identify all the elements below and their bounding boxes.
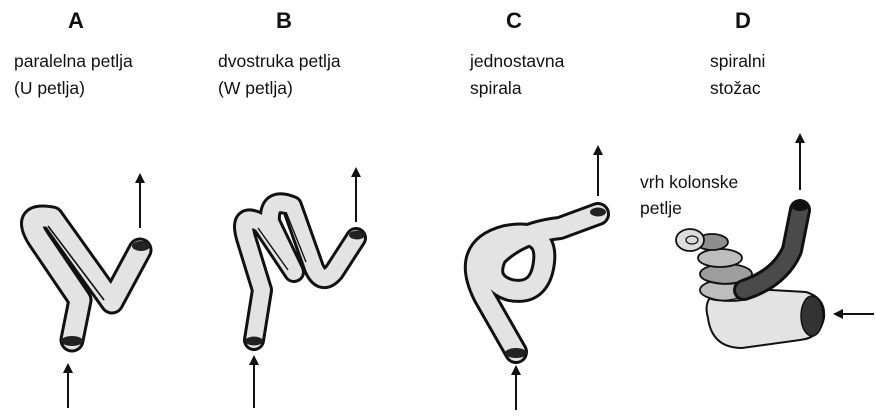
colon-loop-apex xyxy=(676,229,704,251)
u-loop-drawing xyxy=(32,178,150,408)
simple-spiral-drawing xyxy=(476,150,606,410)
w-loop-entry-opening xyxy=(245,337,263,346)
cone-exit-opening xyxy=(791,201,809,211)
spiral-exit-opening xyxy=(590,208,606,217)
w-loop-exit-opening xyxy=(349,231,365,240)
spiral-entry-opening xyxy=(505,348,527,358)
spiral-cone-drawing xyxy=(676,138,874,348)
w-loop-drawing xyxy=(244,172,365,408)
u-loop-exit-opening xyxy=(132,241,150,251)
cone-entry-opening xyxy=(801,296,823,336)
u-loop-entry-opening xyxy=(61,336,83,346)
